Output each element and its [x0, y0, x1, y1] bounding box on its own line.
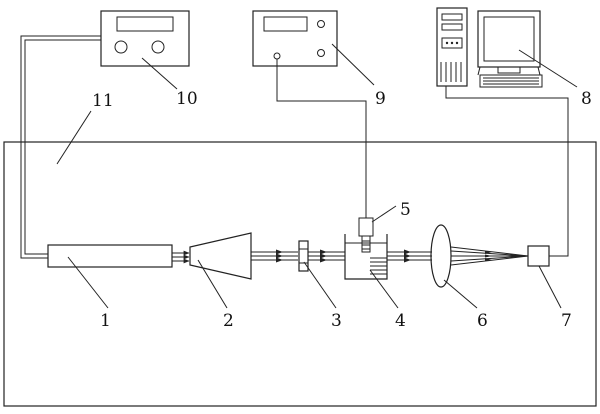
beam-lens-to-detector [450, 246, 529, 266]
label-2: 2 [223, 311, 234, 331]
instrument-10 [100, 10, 190, 67]
beam-expander-to-aperture [251, 249, 298, 263]
label-10: 10 [176, 89, 198, 109]
label-5: 5 [400, 200, 411, 220]
computer-8 [436, 7, 543, 88]
label-8: 8 [581, 89, 592, 109]
lens-6 [430, 224, 452, 288]
laser-1 [47, 244, 173, 268]
label-9: 9 [375, 89, 386, 109]
detector-7 [527, 245, 550, 267]
cable-9-to-probe [276, 59, 367, 218]
cable-10-to-laser [20, 35, 101, 259]
beam-laser-to-expander [172, 250, 190, 264]
label-4: 4 [395, 311, 406, 331]
instrument-9 [252, 10, 338, 67]
leader-lines [56, 43, 578, 309]
beam-expander-2 [189, 232, 252, 280]
label-11: 11 [92, 91, 114, 111]
label-6: 6 [477, 311, 488, 331]
label-1: 1 [100, 311, 111, 331]
beam-cell-to-lens [387, 249, 432, 263]
probe-5 [358, 217, 374, 253]
label-3: 3 [331, 311, 342, 331]
label-7: 7 [561, 311, 572, 331]
frame-table [3, 141, 597, 407]
beam-aperture-to-cell [308, 249, 345, 263]
cable-computer-to-detector [445, 86, 569, 257]
